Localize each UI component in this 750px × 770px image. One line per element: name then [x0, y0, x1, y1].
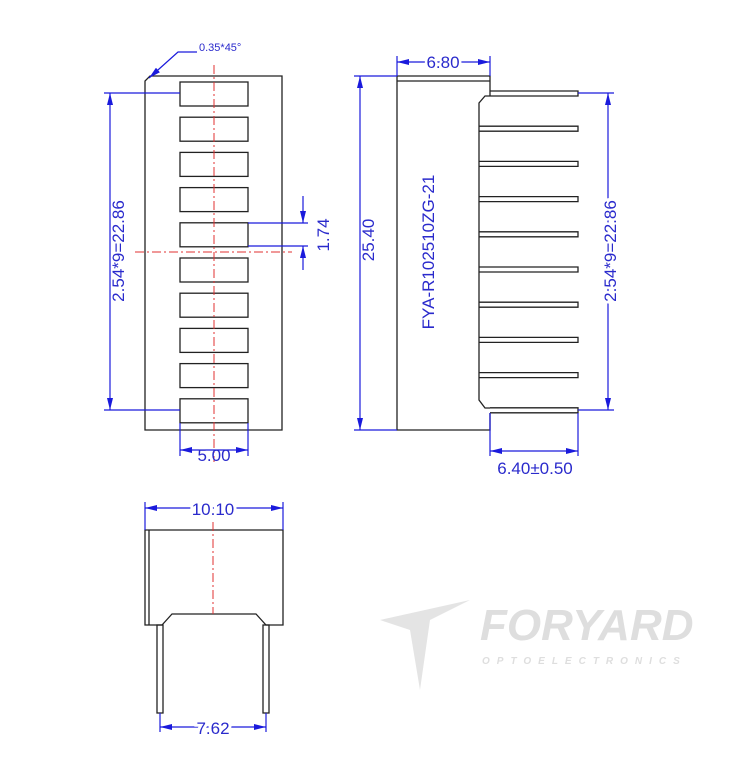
front-view: 0.35*45° 2.54*9=22.86 1.74 5.00 [104, 42, 333, 465]
led-segment [179, 362, 249, 389]
bottom-pin-left [156, 624, 164, 714]
chamfer-label: 0.35*45° [199, 42, 241, 54]
side-pin [479, 371, 579, 379]
side-pin [490, 90, 579, 97]
part-number: FYA-R102510ZG-21 [419, 175, 438, 330]
side-view: FYA-R102510ZG-21 6.80 25.40 2.54*9=22.86… [354, 51, 623, 478]
side-pin [490, 407, 579, 414]
segment-height-label: 1.74 [314, 218, 333, 251]
bottom-view: 10.10 7.62 [144, 497, 284, 741]
side-pin [479, 301, 579, 308]
pitch-label: 2.54*9=22.86 [109, 200, 128, 302]
side-body-outline [396, 75, 491, 431]
watermark-brand: FORYARD [480, 601, 694, 650]
pin-pitch-label: 2.54*9=22.86 [601, 200, 620, 302]
side-pin [479, 266, 579, 273]
bottom-pin-right [262, 624, 270, 714]
side-pin [479, 336, 579, 344]
chamfer-leader [148, 51, 197, 79]
depth-label: 6.80 [426, 53, 459, 72]
watermark-logo: FORYARD OPTOELECTRONICS [380, 600, 694, 690]
width-label: 10.10 [192, 500, 235, 519]
segment-width-label: 5.00 [197, 446, 230, 465]
side-pin [479, 195, 579, 203]
side-pin [479, 125, 579, 132]
pin-length-label: 6.40±0.50 [497, 459, 573, 478]
side-pin [479, 231, 579, 238]
bottom-body-outline [144, 529, 284, 626]
pin-spacing-label: 7.62 [196, 719, 229, 738]
side-pin [479, 160, 579, 168]
watermark-sub: OPTOELECTRONICS [482, 656, 687, 667]
height-label: 25.40 [359, 219, 378, 262]
pin-list [479, 90, 579, 414]
